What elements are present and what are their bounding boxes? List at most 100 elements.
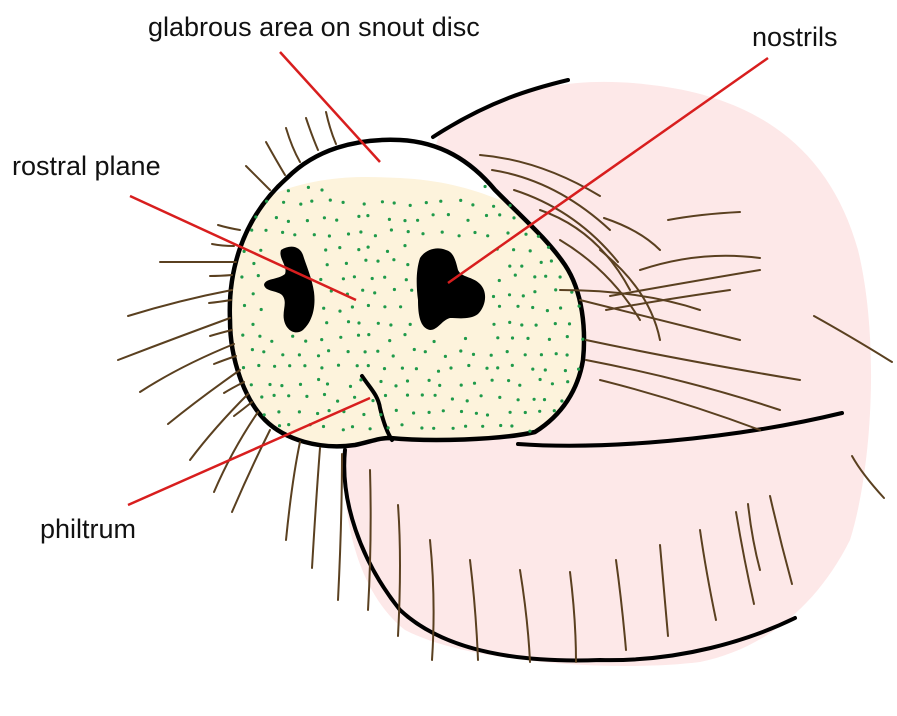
sensory-dot	[281, 353, 284, 356]
sensory-dot	[517, 398, 520, 401]
sensory-dot	[433, 340, 436, 343]
sensory-dot	[364, 259, 367, 262]
whisker-hair	[212, 244, 234, 246]
sensory-dot	[357, 215, 360, 218]
sensory-dot	[393, 201, 396, 204]
sensory-dot	[336, 400, 339, 403]
whisker-hair	[286, 128, 300, 162]
sensory-dot	[353, 396, 356, 399]
sensory-dot	[388, 218, 391, 221]
sensory-dot	[492, 205, 495, 208]
pointer-philtrum	[128, 398, 370, 505]
sensory-dot	[512, 248, 515, 251]
label-rostral-plane: rostral plane	[12, 153, 161, 180]
sensory-dot	[566, 380, 569, 383]
sensory-dot	[510, 424, 513, 427]
sensory-dot	[578, 305, 581, 308]
sensory-dot	[498, 279, 501, 282]
sensory-dot	[498, 305, 501, 308]
sensory-dot	[540, 353, 543, 356]
sensory-dot	[298, 353, 301, 356]
sensory-dot	[395, 409, 398, 412]
sensory-dot	[347, 232, 350, 235]
sensory-dot	[241, 334, 244, 337]
whisker-hair	[246, 166, 270, 190]
sensory-dot	[257, 274, 260, 277]
sensory-dot	[460, 384, 463, 387]
sensory-dot	[287, 220, 290, 223]
sensory-dot	[449, 366, 452, 369]
sensory-dot	[325, 321, 328, 324]
sensory-dot	[298, 410, 301, 413]
sensory-dot	[342, 277, 345, 280]
whisker-hair	[224, 382, 244, 393]
sensory-dot	[437, 370, 440, 373]
sensory-dot	[268, 383, 271, 386]
sensory-dot	[243, 304, 246, 307]
sensory-dot	[406, 263, 409, 266]
sensory-dot	[389, 323, 392, 326]
sensory-dot	[506, 231, 509, 234]
sensory-dot	[439, 200, 442, 203]
sensory-dot	[467, 364, 470, 367]
label-nostrils: nostrils	[752, 24, 838, 51]
sensory-dot	[511, 336, 514, 339]
sensory-dot	[507, 379, 510, 382]
sensory-dot	[258, 335, 261, 338]
sensory-dot	[393, 288, 396, 291]
sensory-dot	[554, 322, 557, 325]
sensory-dot	[357, 248, 360, 251]
sensory-dot	[520, 265, 523, 268]
sensory-dot	[559, 275, 562, 278]
sensory-dot	[361, 289, 364, 292]
sensory-dot	[472, 353, 475, 356]
sensory-dot	[392, 354, 395, 357]
sensory-dot	[447, 213, 450, 216]
sensory-dot	[432, 213, 435, 216]
sensory-dot	[342, 201, 345, 204]
sensory-dot	[409, 323, 412, 326]
sensory-dot	[492, 323, 495, 326]
sensory-dot	[499, 424, 502, 427]
sensory-dot	[528, 430, 531, 433]
sensory-dot	[421, 393, 424, 396]
sensory-dot	[518, 384, 521, 387]
sensory-dot	[359, 378, 362, 381]
sensory-dot	[535, 324, 538, 327]
label-philtrum: philtrum	[40, 516, 136, 543]
sensory-dot	[544, 368, 547, 371]
sensory-dot	[262, 350, 265, 353]
sensory-dot	[287, 189, 290, 192]
sensory-dot	[356, 364, 359, 367]
sensory-dot	[379, 413, 382, 416]
sensory-dot	[383, 276, 386, 279]
sensory-dot	[383, 367, 386, 370]
sensory-dot	[533, 275, 536, 278]
sensory-dot	[251, 348, 254, 351]
sensory-dot	[506, 350, 509, 353]
sensory-dot	[531, 368, 534, 371]
sensory-dot	[351, 305, 354, 308]
sensory-dot	[323, 216, 326, 219]
sensory-dot	[511, 364, 514, 367]
sensory-dot	[339, 336, 342, 339]
sensory-dot	[320, 366, 323, 369]
sensory-dot	[364, 350, 367, 353]
whisker-hair	[210, 275, 232, 276]
sensory-dot	[282, 201, 285, 204]
sensory-dot	[287, 394, 290, 397]
sensory-dot	[491, 379, 494, 382]
sensory-dot	[409, 204, 412, 207]
sensory-dot	[293, 233, 296, 236]
sensory-dot	[428, 411, 431, 414]
sensory-dot	[520, 323, 523, 326]
sensory-dot	[432, 427, 435, 430]
sensory-dot	[537, 235, 540, 238]
sensory-dot	[320, 338, 323, 341]
sensory-dot	[359, 230, 362, 233]
whisker-hair	[338, 454, 342, 600]
sensory-dot	[328, 409, 331, 412]
sensory-dot	[384, 394, 387, 397]
